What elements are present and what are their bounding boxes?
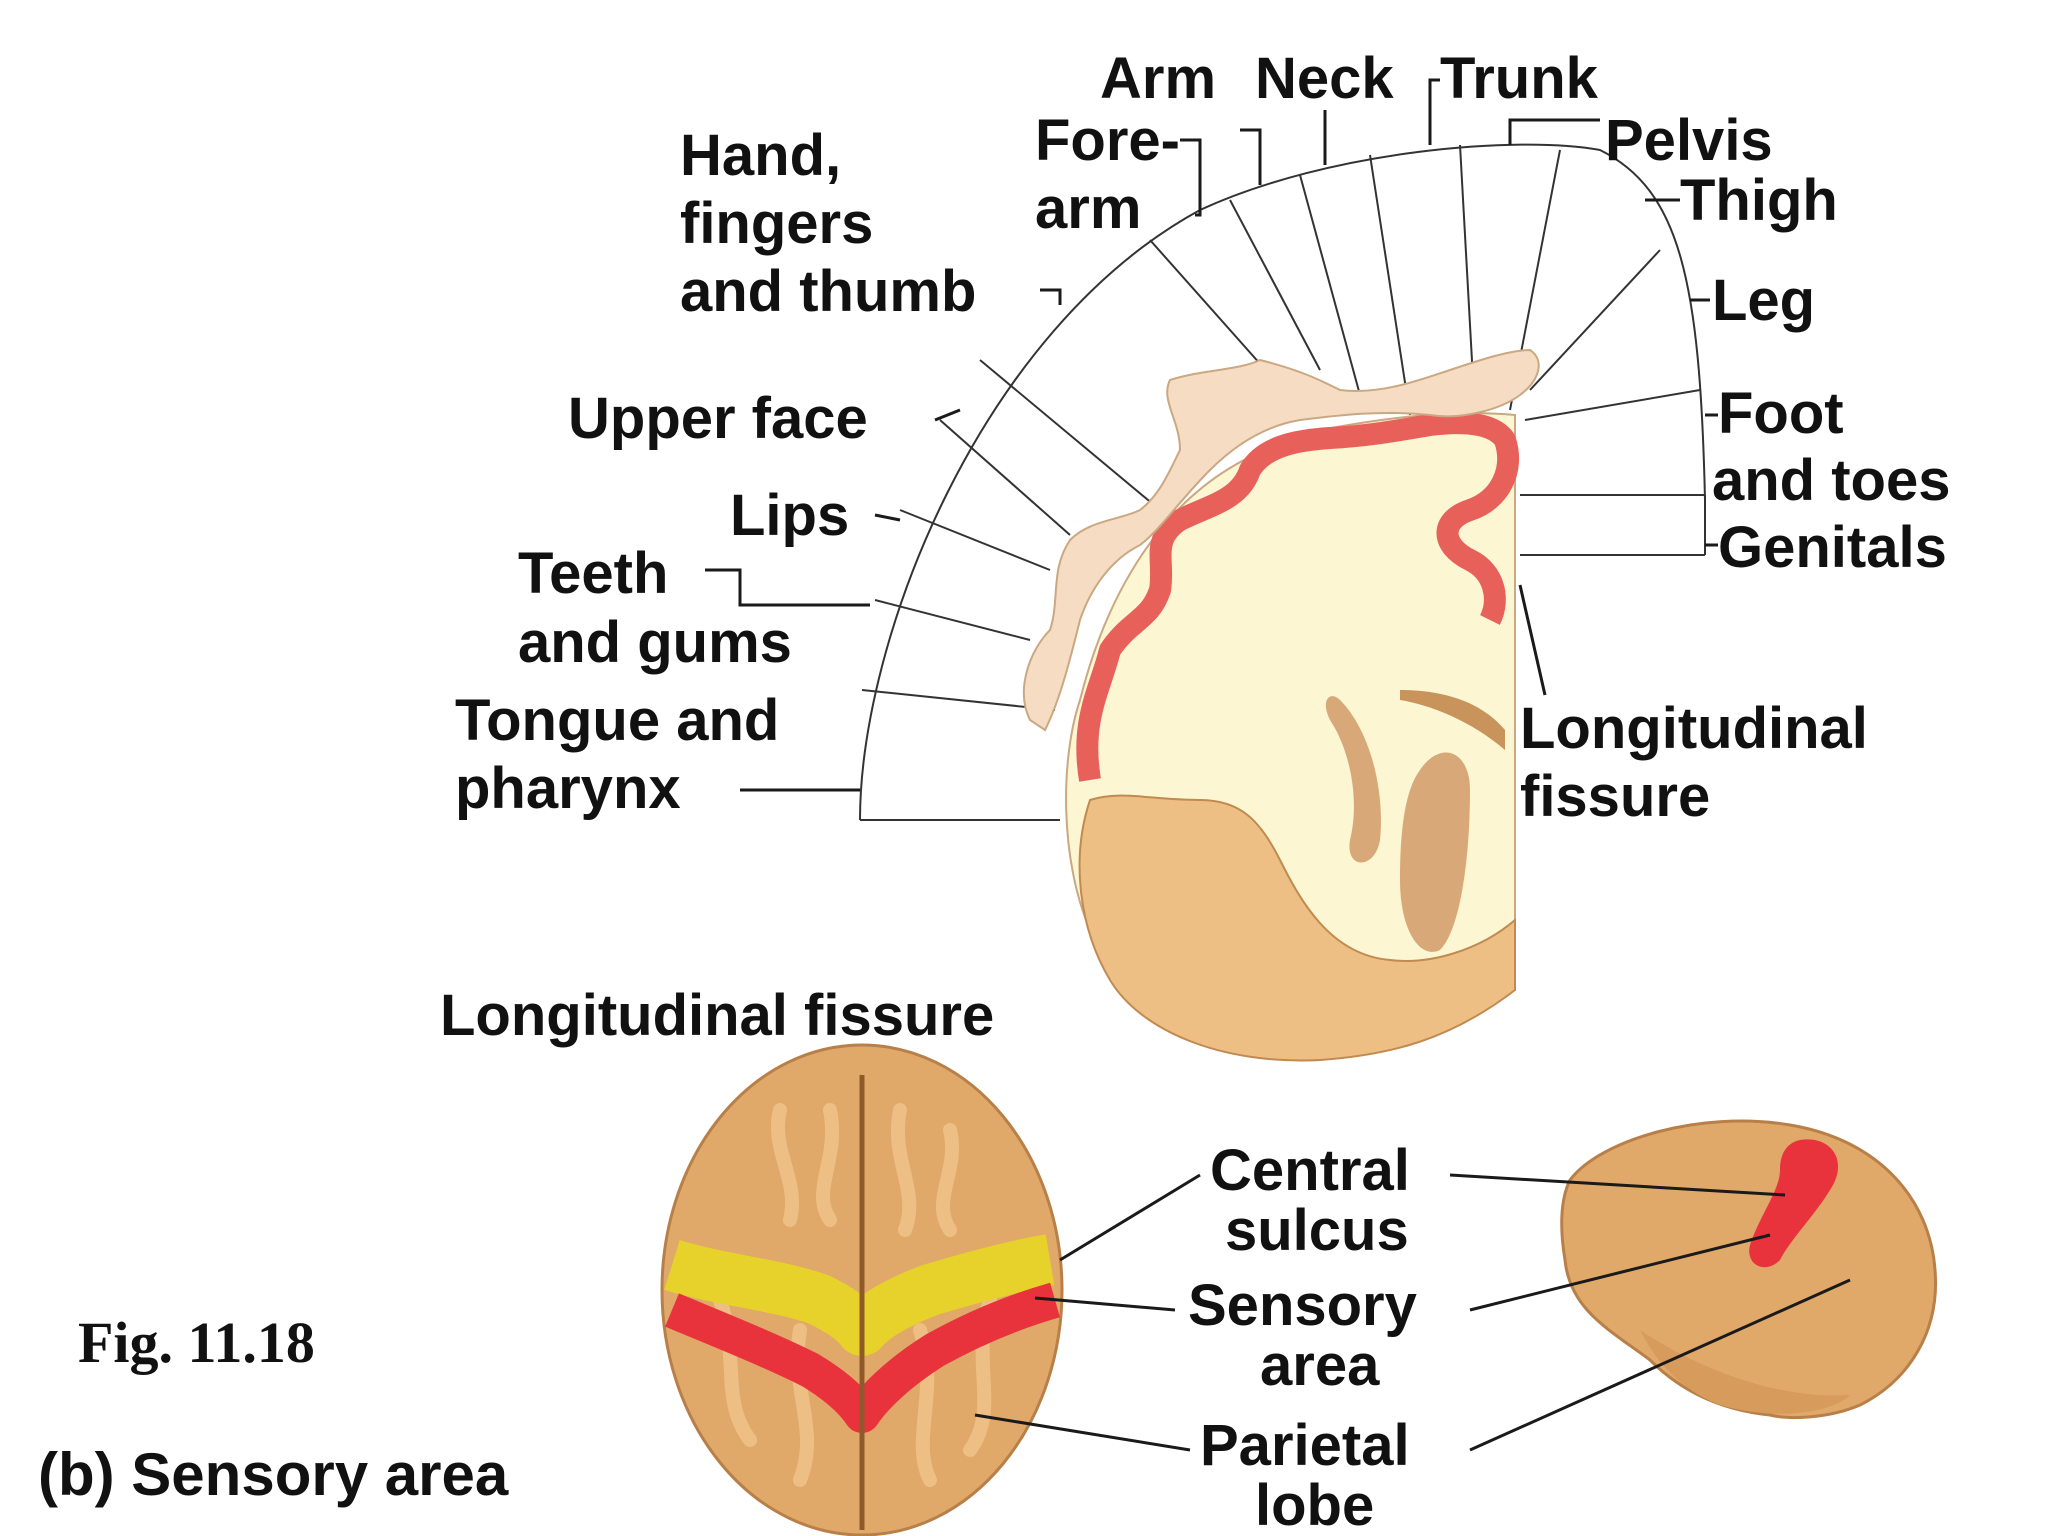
band-divider bbox=[939, 419, 1071, 536]
leader-parietal-left bbox=[974, 1413, 1191, 1452]
leader-longitudinal-fissure-side bbox=[1518, 584, 1547, 696]
label-forearm: Fore- bbox=[1035, 108, 1180, 173]
sensory-cortex-ribbon bbox=[1076, 412, 1520, 782]
label-teeth: and gums bbox=[518, 610, 792, 675]
label-arm: Arm bbox=[1100, 46, 1216, 111]
band-divider bbox=[979, 359, 1161, 511]
leader-sensory-left bbox=[1034, 1296, 1176, 1312]
figure-caption: (b) Sensory area bbox=[38, 1441, 509, 1508]
brain-leader-lines bbox=[974, 1173, 1851, 1452]
label-genitals: Genitals bbox=[1718, 515, 1947, 580]
label-sensory-area: area bbox=[1260, 1333, 1380, 1398]
gyri-pattern bbox=[713, 1103, 997, 1487]
leader-trunk bbox=[1428, 78, 1440, 145]
label-central-sulcus: Central bbox=[1210, 1138, 1410, 1203]
label-teeth: Teeth bbox=[518, 541, 668, 606]
temporal-lobe bbox=[1640, 1330, 1850, 1414]
label-longitudinal-fissure-side: fissure bbox=[1520, 764, 1710, 829]
lateral-view-brain bbox=[1560, 1119, 1938, 1420]
label-hand: fingers bbox=[680, 191, 873, 256]
leader-parietal-right bbox=[1469, 1278, 1851, 1452]
ventricle bbox=[1400, 690, 1505, 750]
internal-structure bbox=[1400, 752, 1470, 952]
band-divider bbox=[874, 599, 1031, 641]
figure-number: Fig. 11.18 bbox=[78, 1310, 315, 1375]
leader-pelvis bbox=[1508, 118, 1600, 145]
coronal-brain-section bbox=[1022, 348, 1540, 1062]
label-foot: and toes bbox=[1712, 448, 1951, 513]
label-tongue: Tongue and bbox=[455, 688, 779, 753]
brain-side-view bbox=[1560, 1119, 1938, 1420]
label-lips: Lips bbox=[730, 483, 849, 548]
label-tongue: pharynx bbox=[455, 756, 681, 821]
band-divider bbox=[1369, 154, 1411, 416]
band-divider bbox=[1524, 389, 1701, 421]
leader-teeth bbox=[705, 568, 870, 607]
leader-forearm-b bbox=[1240, 128, 1262, 185]
homunculus-figure bbox=[1022, 348, 1540, 732]
label-hand: Hand, bbox=[680, 123, 841, 188]
leader-central-sulcus-right bbox=[1449, 1173, 1786, 1197]
band-divider bbox=[1299, 174, 1361, 396]
leader-central-sulcus-left bbox=[1059, 1173, 1201, 1262]
label-neck: Neck bbox=[1255, 46, 1394, 111]
label-parietal-lobe: Parietal bbox=[1200, 1413, 1410, 1478]
band-divider bbox=[899, 509, 1051, 571]
leader-lips bbox=[874, 513, 901, 522]
homunculus-labels: Hand, fingers and thumb Fore- arm Arm Ne… bbox=[455, 46, 1951, 829]
internal-structure bbox=[1325, 696, 1381, 863]
label-pelvis: Pelvis bbox=[1605, 108, 1773, 173]
label-hand: and thumb bbox=[680, 259, 976, 324]
label-longitudinal-fissure-top: Longitudinal fissure bbox=[440, 983, 994, 1048]
homunculus-outer-arc bbox=[859, 143, 1706, 821]
sensory-area-lateral bbox=[1749, 1139, 1839, 1268]
label-leg: Leg bbox=[1712, 268, 1815, 333]
homunculus-leader-lines bbox=[705, 78, 1718, 1075]
leader-sensory-right bbox=[1469, 1233, 1771, 1312]
homunculus-band-chart bbox=[859, 143, 1706, 821]
leader-upper-face bbox=[934, 408, 961, 422]
leader-forearm bbox=[1180, 138, 1202, 217]
label-upper-face: Upper face bbox=[568, 386, 868, 451]
label-forearm: arm bbox=[1035, 176, 1141, 241]
band-divider bbox=[1149, 239, 1271, 376]
label-parietal-lobe: lobe bbox=[1255, 1473, 1374, 1536]
band-divider bbox=[861, 689, 1056, 711]
label-thigh: Thigh bbox=[1680, 168, 1838, 233]
brain-labels: Longitudinal fissure Central sulcus Sens… bbox=[440, 983, 1417, 1536]
superior-view-brain bbox=[660, 1043, 1064, 1536]
label-sensory-area: Sensory bbox=[1188, 1273, 1417, 1338]
leader-hand bbox=[1040, 288, 1062, 305]
label-longitudinal-fissure-side: Longitudinal bbox=[1520, 696, 1868, 761]
label-central-sulcus: sulcus bbox=[1225, 1198, 1409, 1263]
lower-cortex bbox=[1078, 794, 1516, 1062]
band-divider bbox=[1529, 249, 1661, 391]
label-foot: Foot bbox=[1718, 381, 1844, 446]
label-trunk: Trunk bbox=[1440, 46, 1599, 111]
band-divider bbox=[1229, 199, 1321, 371]
